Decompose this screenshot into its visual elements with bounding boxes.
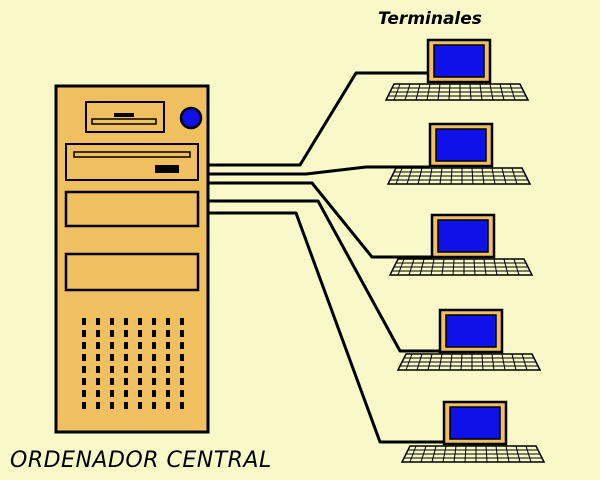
- drive-bay-1: [64, 190, 200, 228]
- optical-drive: [65, 143, 199, 181]
- laptop-terminal-icon: [384, 38, 530, 102]
- optical-slot: [73, 151, 191, 158]
- cables: [208, 71, 444, 444]
- vent-grille: [82, 318, 184, 414]
- cable-terminal-3: [208, 181, 432, 259]
- cable-terminal-1: [208, 71, 428, 167]
- laptop-terminal-icon: [386, 122, 532, 186]
- cable-terminal-2: [208, 165, 430, 176]
- mainframe-label: ORDENADOR CENTRAL: [10, 448, 272, 473]
- laptop-terminal-icon: [396, 308, 542, 372]
- drive-bay-2: [64, 252, 200, 292]
- cable-terminal-5: [208, 211, 444, 444]
- floppy-button: [114, 113, 134, 117]
- floppy-slot: [91, 118, 157, 125]
- laptop-terminal-icon: [388, 213, 534, 277]
- terminals-label: Terminales: [378, 9, 482, 29]
- optical-button: [155, 165, 179, 173]
- server-tower-icon: [54, 84, 210, 434]
- power-button-icon: [179, 106, 203, 130]
- cable-terminal-4: [208, 199, 440, 353]
- laptop-terminal-icon: [400, 400, 546, 464]
